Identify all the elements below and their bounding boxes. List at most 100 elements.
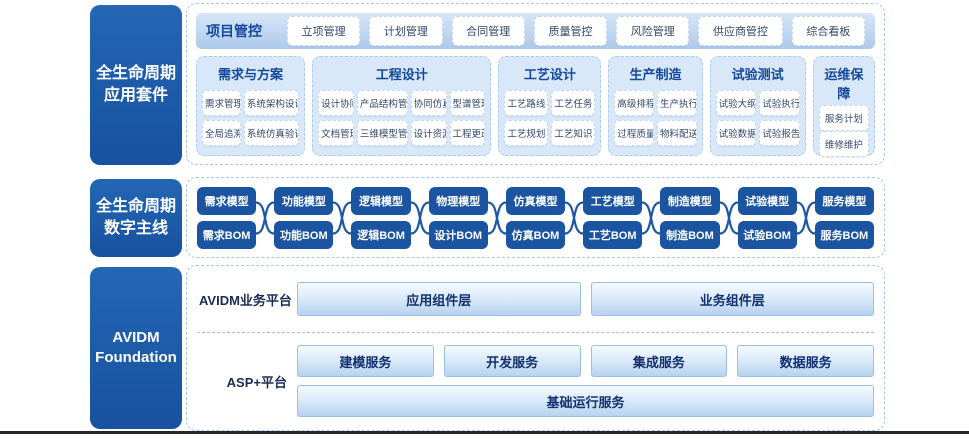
module-button: 工艺规划 <box>504 120 549 146</box>
component-layer-box: 业务组件层 <box>590 282 874 316</box>
thread-connector-curves <box>719 200 738 235</box>
suite-column-title: 工程设计 <box>375 67 428 82</box>
thread-connector-curves <box>487 200 506 235</box>
module-button: 工艺路线 <box>504 90 549 116</box>
module-button-row: 试验数据试验报告 <box>715 120 800 146</box>
suite-column-title: 试验测试 <box>731 67 784 82</box>
thread-connector-curves <box>410 200 429 235</box>
business-platform-row: AVIDM业务平台 应用组件层业务组件层 <box>197 282 874 316</box>
suite-column-title: 需求与方案 <box>218 67 284 82</box>
suite-column: 试验测试试验大纲试验执行试验数据试验报告 <box>709 56 806 156</box>
suite-column-rows: 高级排程生产执行过程质量物料配送 <box>614 86 697 150</box>
module-button: 产品结构管理 <box>356 90 408 116</box>
module-button: 试验数据 <box>715 120 757 146</box>
suite-column-rows: 设计协同产品结构管理协同仿真型谱管理文档管理三维模型管理设计资源工程更改 <box>318 86 486 150</box>
suite-column: 生产制造高级排程生产执行过程质量物料配送 <box>608 56 703 156</box>
thread-model-box: 服务模型 <box>814 186 874 215</box>
suite-column: 工艺设计工艺路线工艺任务工艺规划工艺知识 <box>498 56 602 156</box>
suite-column-title: 运维保障 <box>824 67 864 101</box>
project-control-band: 项目管控 立项管理计划管理合同管理质量管控风险管理供应商管控综合看板 <box>196 13 875 49</box>
thread-pair: 需求模型需求BOM <box>197 186 257 249</box>
module-button-row: 需求管理系统架构设计 <box>202 90 300 116</box>
thread-bom-box: 服务BOM <box>814 220 874 249</box>
thread-pair: 试验模型试验BOM <box>737 186 797 249</box>
thread-bom-box: 工艺BOM <box>583 220 643 249</box>
foundation-sidebar: AVIDM Foundation <box>90 267 182 429</box>
thread-bom-box: 仿真BOM <box>505 220 566 249</box>
project-control-item: 合同管理 <box>451 16 525 46</box>
module-button-row: 高级排程生产执行 <box>614 90 697 116</box>
module-button: 系统架构设计 <box>243 90 300 116</box>
module-button: 协同仿真 <box>410 90 447 116</box>
module-button: 高级排程 <box>614 90 654 116</box>
thread-pair: 物理模型设计BOM <box>428 186 488 249</box>
thread-model-box: 制造模型 <box>660 186 720 215</box>
foundation-sidebar-line1: AVIDM <box>112 328 160 346</box>
foundation-sidebar-line2: Foundation <box>95 349 177 366</box>
suite-column-rows: 服务计划维修维护 <box>818 105 869 157</box>
thread-bom-box: 功能BOM <box>274 220 334 249</box>
thread-pair: 工艺模型工艺BOM <box>583 186 643 249</box>
module-button-row: 试验大纲试验执行 <box>715 90 800 116</box>
project-control-item: 供应商管控 <box>698 16 783 46</box>
project-control-label: 项目管控 <box>206 23 262 39</box>
base-service-box: 基础运行服务 <box>297 385 874 417</box>
module-button: 设计协同 <box>318 90 354 116</box>
thread-model-box: 逻辑模型 <box>351 186 411 215</box>
project-control-item: 综合看板 <box>791 16 865 46</box>
thread-model-box: 工艺模型 <box>583 186 643 215</box>
suite-panel: 项目管控 立项管理计划管理合同管理质量管控风险管理供应商管控综合看板 需求与方案… <box>186 3 885 165</box>
thread-connector-curves <box>796 200 815 235</box>
asp-service-boxes: 建模服务开发服务集成服务数据服务 <box>297 345 874 377</box>
asp-platform-row: ASP+平台 建模服务开发服务集成服务数据服务 基础运行服务 <box>197 345 874 417</box>
module-button: 全局追溯 <box>202 120 241 146</box>
module-button: 工程更改 <box>449 120 486 146</box>
thread-bom-box: 逻辑BOM <box>351 220 411 249</box>
module-button: 服务计划 <box>818 105 869 131</box>
project-control-item: 计划管理 <box>369 16 443 46</box>
platform-divider-line <box>197 332 874 333</box>
suite-column: 运维保障服务计划维修维护 <box>812 56 875 157</box>
thread-model-box: 试验模型 <box>737 186 797 215</box>
service-box: 开发服务 <box>443 345 581 377</box>
suite-column-rows: 工艺路线工艺任务工艺规划工艺知识 <box>504 86 596 150</box>
module-button: 试验大纲 <box>715 90 757 116</box>
module-button-row: 工艺路线工艺任务 <box>504 90 596 116</box>
module-button: 物料配送 <box>656 120 697 146</box>
thread-sidebar: 全生命周期 数字主线 <box>90 179 182 257</box>
suite-sidebar-line1: 全生命周期 <box>95 65 176 83</box>
module-button-row: 文档管理三维模型管理设计资源工程更改 <box>318 120 486 146</box>
component-layer-boxes: 应用组件层业务组件层 <box>297 282 874 316</box>
service-box: 数据服务 <box>737 345 874 377</box>
module-button-row: 全局追溯系统仿真验证 <box>202 120 300 146</box>
module-button-row: 过程质量物料配送 <box>614 120 697 146</box>
thread-connector-curves <box>256 200 275 235</box>
module-button: 试验执行 <box>759 90 800 116</box>
module-button: 工艺知识 <box>551 120 596 146</box>
module-button: 工艺任务 <box>551 90 596 116</box>
thread-bom-box: 设计BOM <box>428 220 488 249</box>
thread-bom-box: 需求BOM <box>197 220 257 249</box>
thread-sidebar-line2: 数字主线 <box>103 220 168 237</box>
component-layer-box: 应用组件层 <box>297 282 581 316</box>
thread-bom-box: 制造BOM <box>660 220 720 249</box>
business-platform-label: AVIDM业务平台 <box>199 292 292 308</box>
suite-column-rows: 试验大纲试验执行试验数据试验报告 <box>715 86 800 150</box>
thread-connector-curves <box>565 200 584 235</box>
thread-sidebar-line1: 全生命周期 <box>95 198 176 216</box>
service-box: 建模服务 <box>297 345 434 377</box>
module-button-row: 服务计划 <box>818 105 869 131</box>
thread-bom-box: 试验BOM <box>737 220 797 249</box>
asp-platform-label: ASP+平台 <box>226 374 287 390</box>
module-button: 生产执行 <box>656 90 697 116</box>
bottom-rule-line <box>0 431 969 434</box>
thread-model-box: 需求模型 <box>197 186 257 215</box>
thread-connector-curves <box>642 200 661 235</box>
module-button: 过程质量 <box>614 120 654 146</box>
module-button: 文档管理 <box>318 120 354 146</box>
thread-pair: 制造模型制造BOM <box>660 186 720 249</box>
module-button: 三维模型管理 <box>356 120 408 146</box>
